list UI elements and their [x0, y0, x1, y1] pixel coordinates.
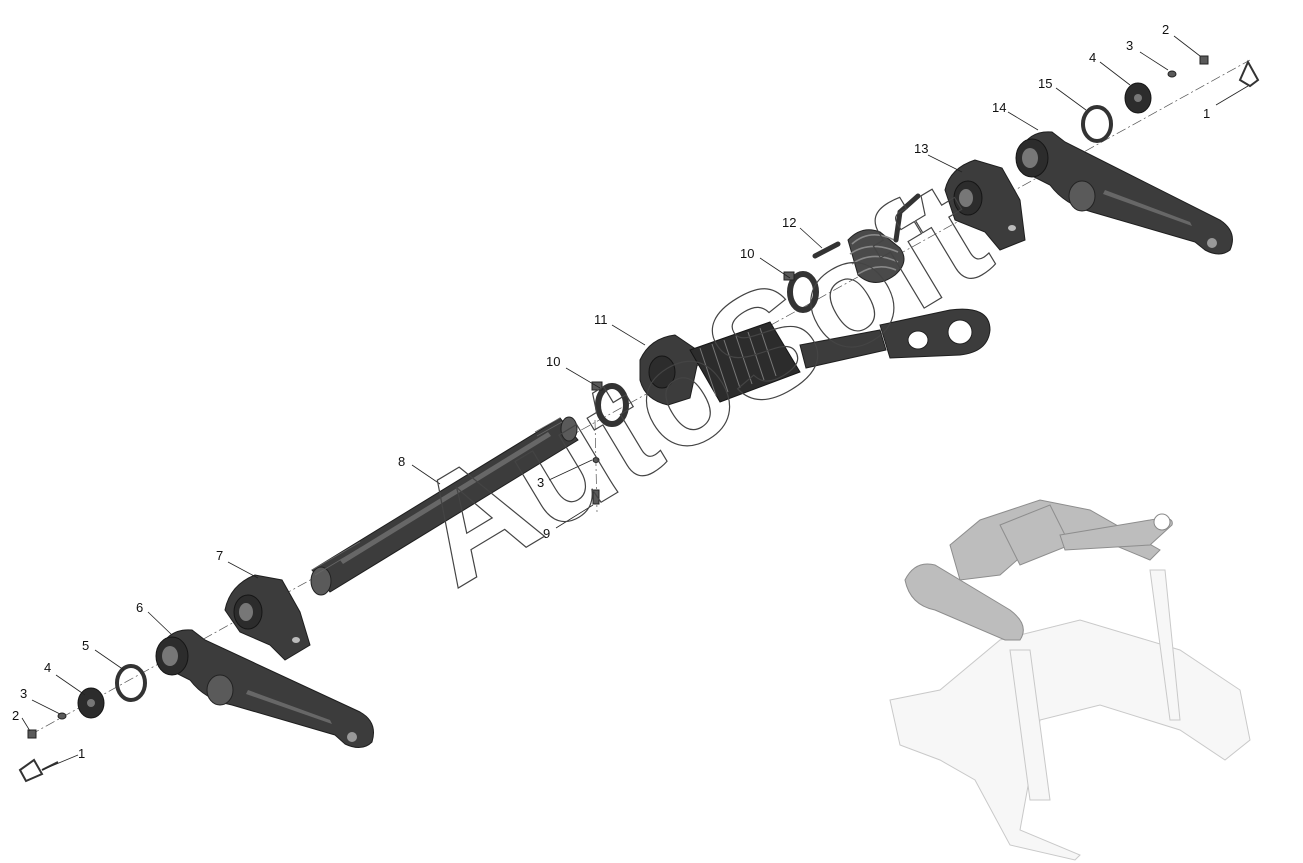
callout-13: 13: [914, 141, 928, 156]
part-3-middle-pin: [592, 457, 600, 463]
callout-11: 11: [594, 312, 608, 327]
callout-15: 15: [1038, 76, 1052, 91]
part-13-right-bracket: [944, 159, 1026, 251]
ghost-assembly-overview: [889, 499, 1251, 861]
torsion-spring: [847, 193, 921, 283]
callout-2-right: 2: [1162, 22, 1169, 37]
callout-10-lower: 10: [546, 354, 560, 369]
part-2-left-washer: [27, 729, 37, 739]
callout-7: 7: [216, 548, 223, 563]
part-7-left-bracket: [224, 574, 311, 661]
callout-3-left: 3: [20, 686, 27, 701]
part-12-spring-pin: [812, 241, 841, 259]
callout-4-left: 4: [44, 660, 51, 675]
part-1-left-clip: [18, 758, 59, 783]
part-2-right-washer: [1199, 55, 1209, 65]
part-15-right-ring: [1081, 105, 1113, 143]
part-10-upper-clamp: [783, 271, 819, 313]
callout-1-left: 1: [78, 746, 85, 761]
callout-8: 8: [398, 454, 405, 469]
part-6-left-lever: [155, 629, 374, 748]
callout-3-right: 3: [1126, 38, 1133, 53]
callout-12: 12: [782, 215, 796, 230]
part-4-left-cap: [77, 687, 105, 719]
part-11-lift-rod: [639, 308, 991, 406]
callout-6: 6: [136, 600, 143, 615]
part-9-bolt: [592, 489, 600, 505]
part-14-right-lever: [1015, 131, 1233, 255]
callout-4-right: 4: [1089, 50, 1096, 65]
callout-1-right: 1: [1203, 106, 1210, 121]
callout-14: 14: [992, 100, 1006, 115]
callout-3-middle: 3: [537, 475, 544, 490]
part-3-right-pin: [1167, 70, 1177, 78]
part-1-right-clip: [1238, 59, 1260, 88]
callout-10-upper: 10: [740, 246, 754, 261]
part-8-shaft: [310, 416, 579, 596]
callout-9: 9: [543, 526, 550, 541]
part-3-left-pin: [57, 712, 67, 720]
callout-2-left: 2: [12, 708, 19, 723]
leader-lines: [21, 35, 1249, 771]
watermark-text: AutoSoft: [385, 147, 1014, 617]
part-5-left-ring: [115, 664, 147, 702]
callout-5-left: 5: [82, 638, 89, 653]
part-4-right-cap: [1124, 82, 1152, 114]
